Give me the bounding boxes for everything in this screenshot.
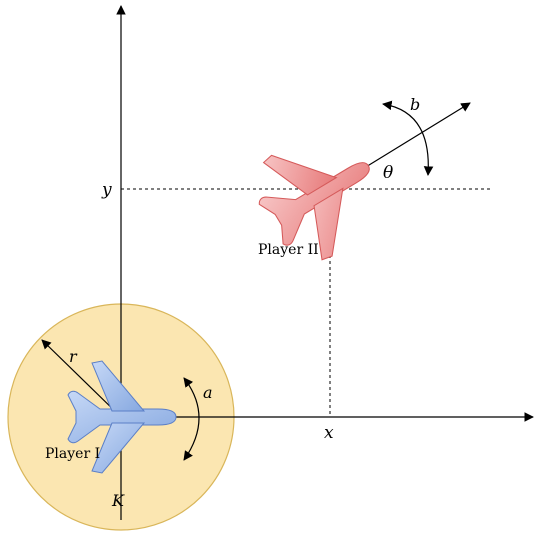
player1-label: Player I: [45, 446, 100, 462]
angle-b-label: b: [410, 95, 420, 114]
theta-label: θ: [383, 163, 393, 183]
y-label: y: [101, 180, 112, 200]
angle-a-label: a: [203, 383, 213, 402]
player2-label: Player II: [258, 242, 319, 258]
radius-arrow: [41, 339, 122, 418]
region-k-label: K: [111, 491, 125, 510]
angle-a-arrow: [183, 377, 200, 461]
radius-label: r: [69, 347, 78, 366]
x-label: x: [324, 423, 334, 443]
angle-b-arrow: [382, 100, 434, 176]
